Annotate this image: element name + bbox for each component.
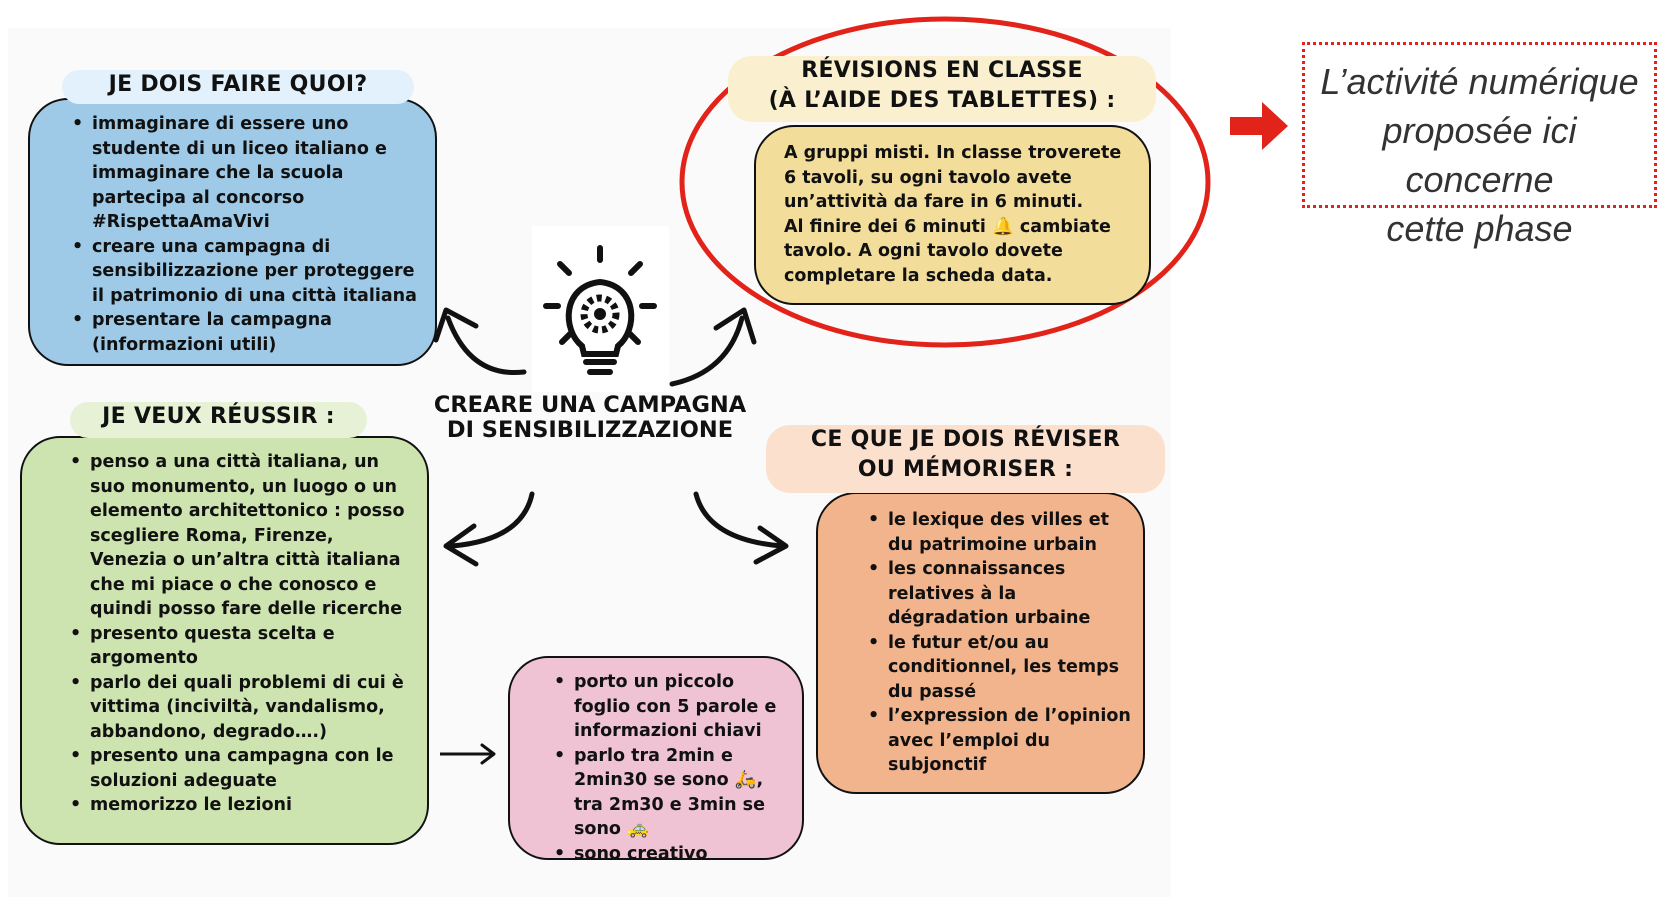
review-item: le lexique des villes et du patrimoine u… [868,508,1133,557]
todo-item: presentare la campagna (informazioni uti… [72,308,421,357]
arrow-to-review [693,491,785,549]
success-item: presento una campagna con le soluzioni a… [70,744,413,793]
review-item: les connaissances relatives à la dégrada… [868,557,1133,631]
arrow-to-oral-head [480,743,496,765]
review-item: le futur et/ou au conditionnel, les temp… [868,631,1133,705]
note-line2: proposée ici concerne [1382,110,1577,200]
success-heading: JE VEUX RÉUSSIR : [70,402,367,438]
todo-box: immaginare di essere uno studente di un … [28,98,437,366]
todo-heading: JE DOIS FAIRE QUOI? [62,70,414,104]
revisions-box: A gruppi misti. In classe troverete 6 ta… [754,125,1151,305]
arrow-to-review-head [753,525,789,565]
oral-list: porto un piccolo foglio con 5 parole e i… [550,670,792,866]
arrow-to-todo [445,315,527,376]
success-item: memorizzo le lezioni [70,793,413,818]
arrow-to-success [449,491,535,549]
revisions-line: Al finire dei 6 minuti 🔔 cambiate [784,216,1111,237]
review-list: le lexique des villes et du patrimoine u… [864,508,1133,778]
review-heading-line2: OU MÉMORISER : [857,457,1074,482]
highlight-ellipse [679,16,1211,348]
success-item: presento questa scelta e argomento [70,622,413,671]
todo-item: creare una campagna di sensibilizzazione… [72,235,421,309]
revisions-line: 6 tavoli, su ogni tavolo avete [784,167,1072,188]
success-list: penso a una città italiana, un suo monum… [66,450,413,818]
success-box: penso a una città italiana, un suo monum… [20,436,429,845]
note-line1: L’activité numérique [1320,61,1639,102]
review-box: le lexique des villes et du patrimoine u… [816,492,1145,794]
oral-item: sono creativo [554,842,792,867]
review-item: l’expression de l’opinion avec l’emploi … [868,704,1133,778]
note-box: L’activité numérique proposée ici concer… [1302,42,1657,249]
arrow-to-revisions [669,315,745,387]
revisions-heading-line1: RÉVISIONS EN CLASSE [801,58,1083,83]
todo-list: immaginare di essere uno studente di un … [68,112,421,357]
revisions-heading-line2: (À L’AIDE DES TABLETTES) : [768,88,1116,113]
review-heading: CE QUE JE DOIS RÉVISER OU MÉMORISER : [766,425,1165,493]
oral-item: parlo tra 2min e 2min30 se sono 🛵, tra 2… [554,744,792,842]
arrow-to-revisions-head [713,307,757,345]
note-line3: cette phase [1386,208,1573,249]
revisions-line: tavolo. A ogni tavolo dovete [784,241,1063,261]
success-item: penso a una città italiana, un suo monum… [70,450,413,622]
arrow-to-todo-head [433,307,479,343]
revisions-heading: RÉVISIONS EN CLASSE (À L’AIDE DES TABLET… [728,56,1156,122]
revisions-line: A gruppi misti. In classe troverete [784,143,1122,163]
revisions-line: un’attività da fare in 6 minuti. [784,192,1084,212]
oral-item: porto un piccolo foglio con 5 parole e i… [554,670,792,744]
arrow-to-success-head [443,523,479,567]
oral-box: porto un piccolo foglio con 5 parole e i… [508,656,804,866]
lightbulb-gear-icon [532,226,669,392]
todo-item: immaginare di essere uno studente di un … [72,112,421,235]
review-heading-line1: CE QUE JE DOIS RÉVISER [810,427,1121,452]
red-arrow [1230,102,1288,150]
center-title: CREARE UNA CAMPAGNA DI SENSIBILIZZAZIONE [433,392,747,443]
success-item: parlo dei quali problemi di cui è vittim… [70,671,413,745]
revisions-line: completare la scheda data. [784,265,1053,286]
